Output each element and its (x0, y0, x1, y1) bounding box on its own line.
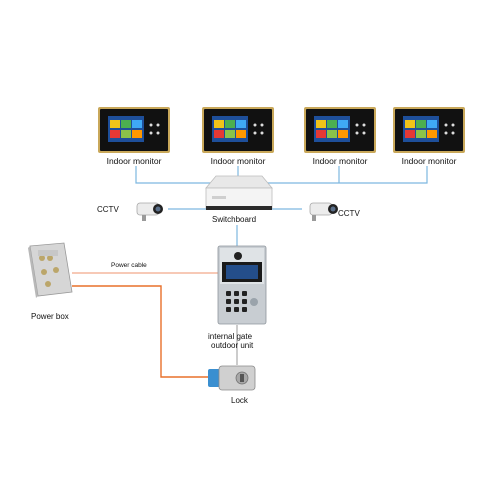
cctv-left-label: CCTV (97, 205, 119, 214)
switchboard-device (205, 175, 273, 210)
monitor-4-label: Indoor monitor (401, 156, 457, 166)
bus-line (135, 166, 428, 184)
outdoor-unit-label-line2: outdoor unit (211, 341, 254, 350)
switchboard-label: Switchboard (212, 215, 257, 224)
cctv-camera-right (309, 202, 338, 221)
monitor-2-label: Indoor monitor (210, 156, 266, 166)
indoor-monitor-4 (393, 107, 465, 153)
electric-lock-device (208, 365, 256, 391)
outdoor-unit-device (217, 245, 267, 325)
lock-label: Lock (231, 396, 248, 405)
indoor-monitor-3 (304, 107, 376, 153)
network-lines (135, 166, 428, 246)
power-box-device (28, 242, 73, 298)
cctv-camera-left (136, 202, 163, 221)
monitor-3-label: Indoor monitor (312, 156, 368, 166)
cctv-right-label: CCTV (338, 209, 360, 218)
lock-power-line (72, 285, 210, 378)
indoor-monitor-1 (98, 107, 170, 153)
power-box-label: Power box (31, 312, 69, 321)
power-cable-label: Power cable (111, 262, 147, 269)
outdoor-unit-label-line1: internal gate (208, 332, 253, 341)
indoor-monitor-2 (202, 107, 274, 153)
power-lines (72, 272, 238, 378)
monitor-1-label: Indoor monitor (106, 156, 162, 166)
